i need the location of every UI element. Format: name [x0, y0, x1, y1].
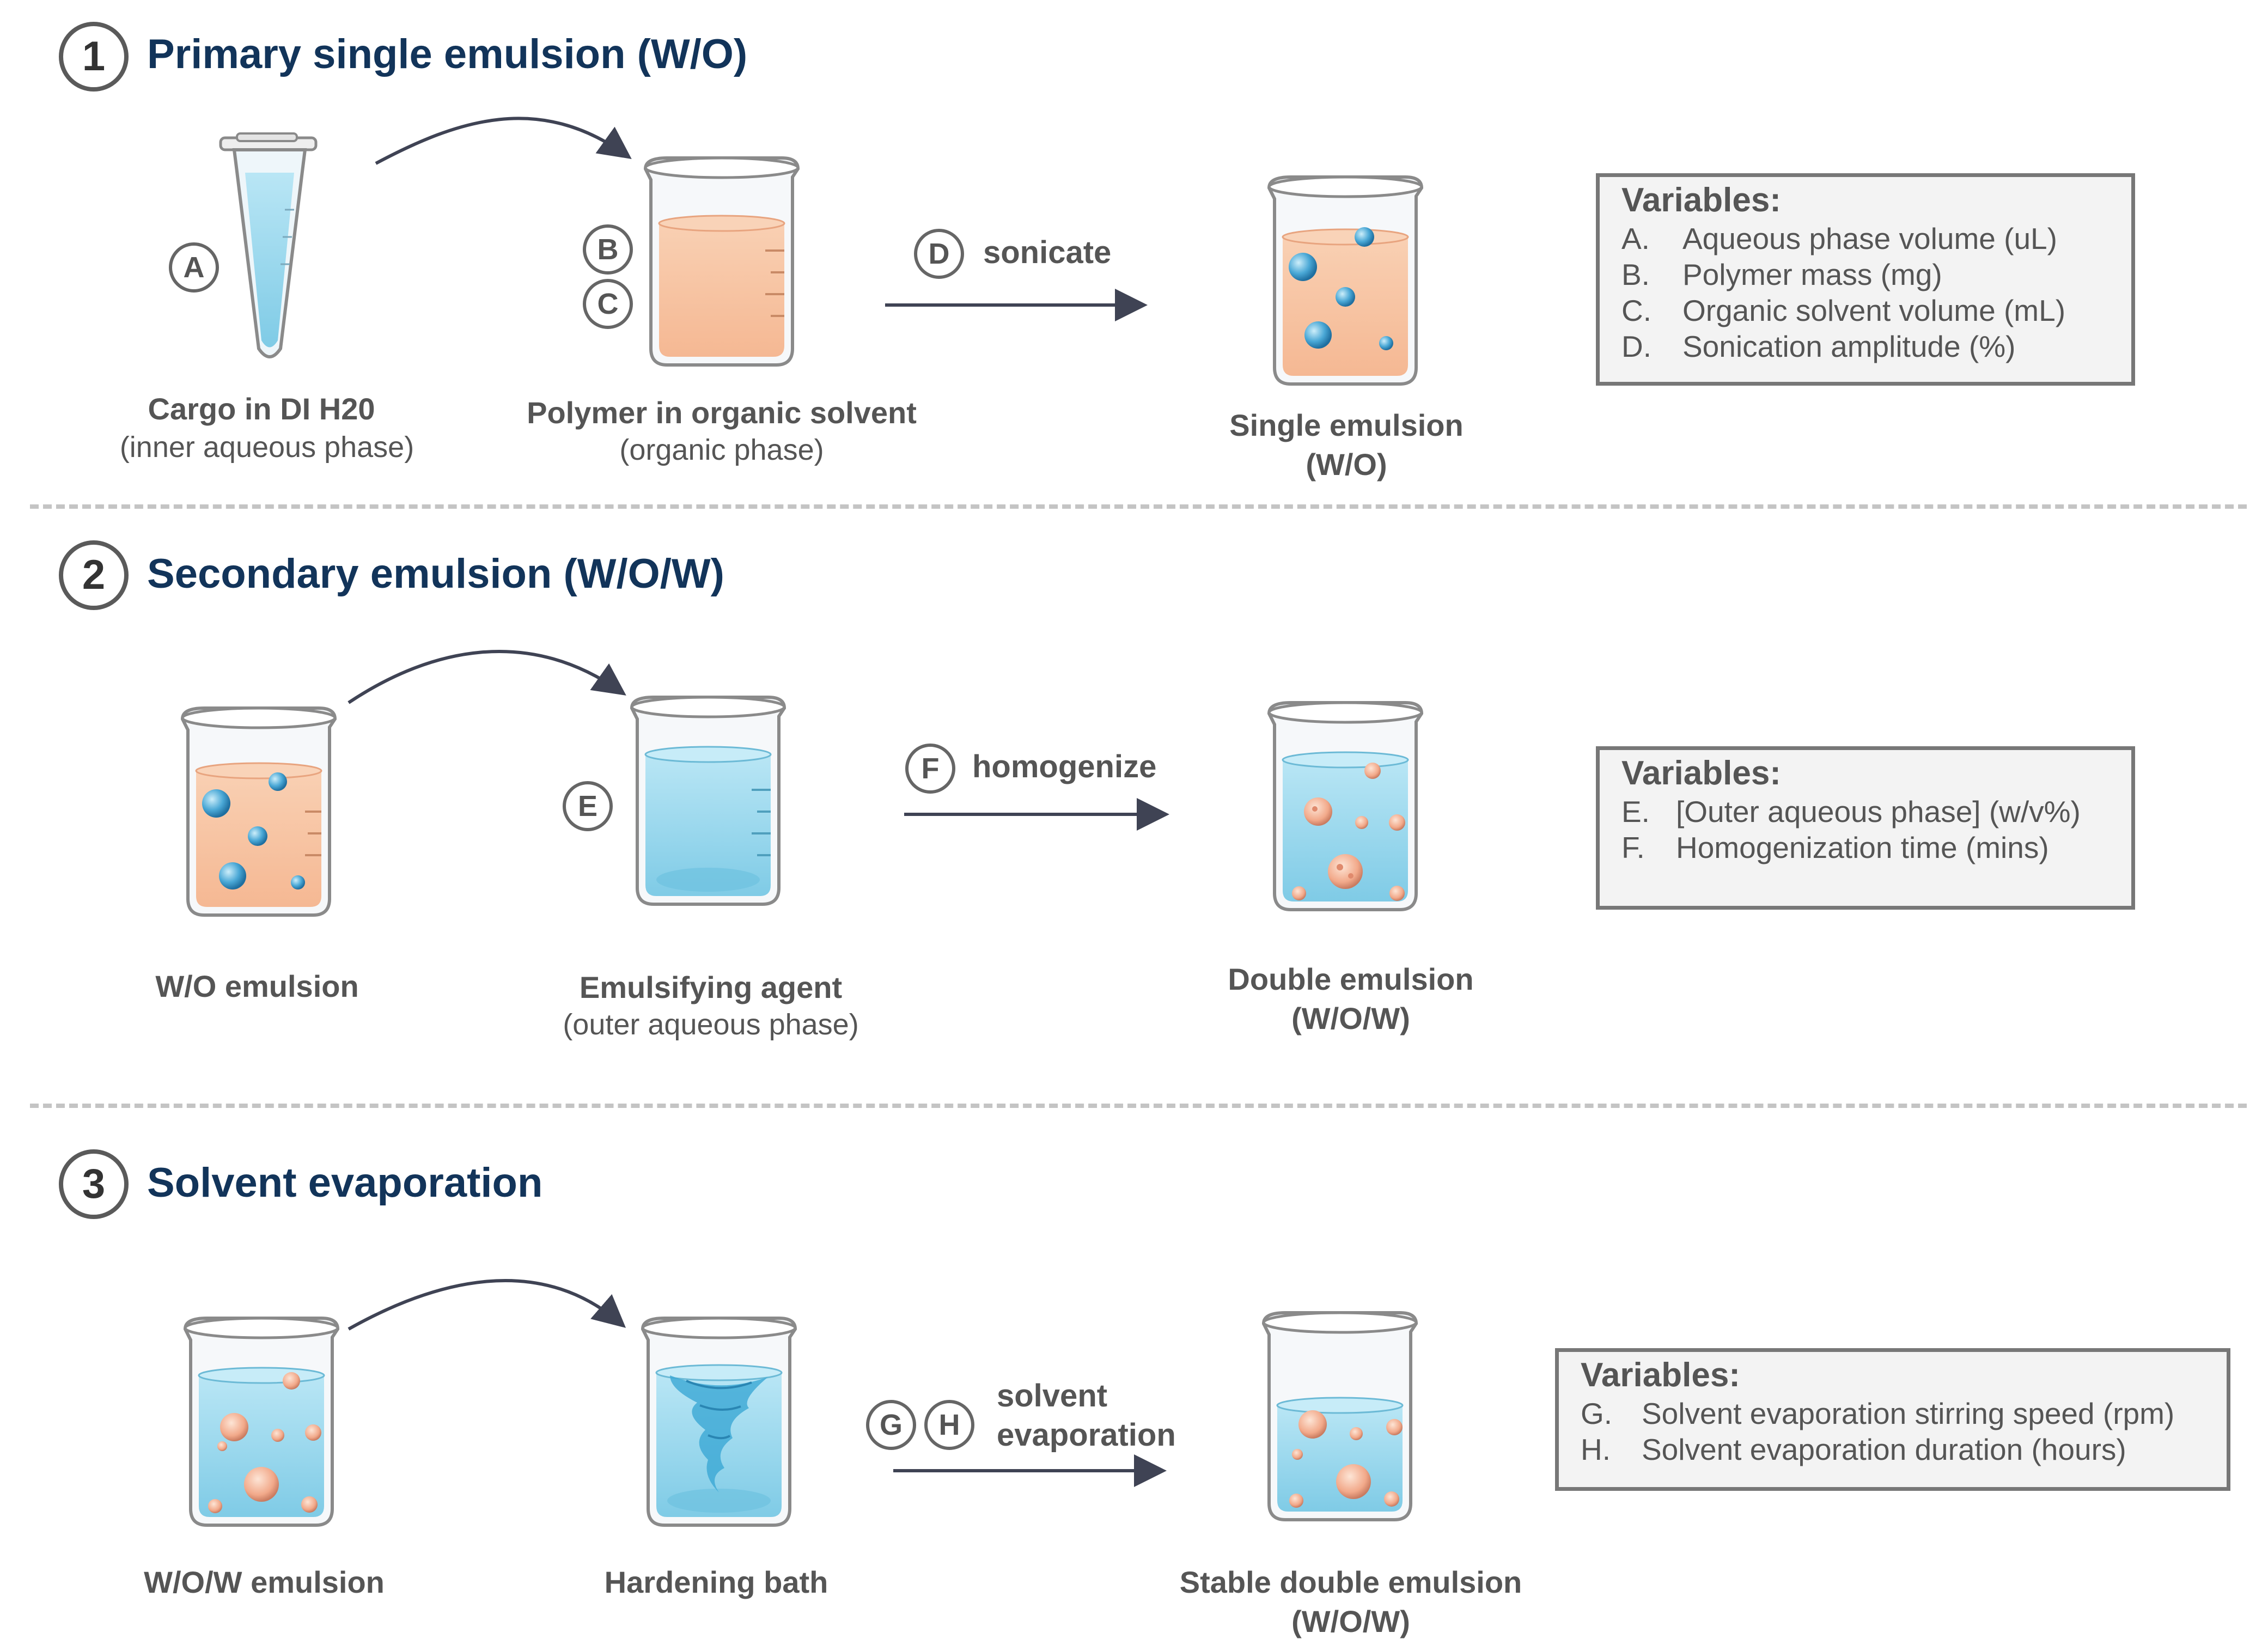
letter-marker-f: F — [905, 744, 955, 794]
input-label-cargo: Cargo in DI H20 — [148, 392, 375, 426]
beaker-icon — [641, 1317, 797, 1527]
result-label-single-emulsion: Single emulsion — [1229, 408, 1464, 442]
variables-title: Variables: — [1621, 181, 1781, 219]
input-sublabel-cargo: (inner aqueous phase) — [119, 431, 414, 464]
action-sonicate: sonicate — [983, 235, 1112, 270]
variables-box-2: Variables: E.[Outer aqueous phase] (w/v%… — [1596, 746, 2135, 910]
result-sublabel-double-emulsion: (W/O/W) — [1291, 1001, 1410, 1035]
input-label-polymer: Polymer in organic solvent — [527, 395, 917, 430]
input-label-wow-emulsion: W/O/W emulsion — [144, 1565, 385, 1599]
result-label-stable-double-emulsion: Stable double emulsion — [1179, 1565, 1522, 1599]
section-divider-2 — [30, 1104, 2247, 1108]
action-solvent-evaporation: solvent evaporation — [997, 1376, 1176, 1455]
beaker-icon — [630, 696, 787, 906]
letter-marker-a: A — [169, 242, 219, 293]
input-label-emulsifying-agent: Emulsifying agent — [579, 970, 843, 1004]
action-line-2: evaporation — [997, 1417, 1176, 1453]
microcentrifuge-tube-icon — [219, 132, 318, 358]
beaker-icon — [183, 1317, 340, 1527]
vortex-icon — [670, 1375, 768, 1492]
section-title-1: Primary single emulsion (W/O) — [147, 31, 748, 77]
step-number-1: 1 — [59, 22, 129, 92]
letter-marker-g: G — [866, 1400, 916, 1450]
input-sublabel-polymer: (organic phase) — [619, 434, 824, 466]
variable-row: H.Solvent evaporation duration (hours) — [1581, 1433, 2126, 1466]
variable-row: F.Homogenization time (mins) — [1621, 831, 2049, 864]
letter-marker-c: C — [583, 279, 633, 329]
input-sublabel-emulsifying-agent: (outer aqueous phase) — [563, 1008, 859, 1041]
letter-marker-e: E — [563, 781, 613, 831]
input-label-hardening-bath: Hardening bath — [604, 1565, 828, 1599]
variables-box-3: Variables: G.Solvent evaporation stirrin… — [1555, 1348, 2230, 1491]
variables-title: Variables: — [1621, 754, 1781, 792]
beaker-icon — [1267, 175, 1424, 386]
variables-box-1: Variables: A.Aqueous phase volume (uL) B… — [1596, 173, 2135, 386]
variable-row: D.Sonication amplitude (%) — [1621, 330, 2016, 363]
result-label-double-emulsion: Double emulsion — [1228, 962, 1474, 996]
variables-title: Variables: — [1581, 1356, 1740, 1394]
beaker-icon — [1261, 1311, 1418, 1521]
result-sublabel-stable-double-emulsion: (W/O/W) — [1291, 1604, 1410, 1638]
section-title-2: Secondary emulsion (W/O/W) — [147, 551, 724, 597]
letter-marker-b: B — [583, 224, 633, 275]
action-homogenize: homogenize — [972, 749, 1157, 784]
letter-marker-h: H — [924, 1400, 974, 1450]
step-number-2: 2 — [59, 540, 129, 610]
section-title-3: Solvent evaporation — [147, 1160, 543, 1206]
letter-marker-d: D — [914, 229, 964, 279]
beaker-icon — [643, 156, 800, 367]
input-label-wo-emulsion: W/O emulsion — [155, 969, 359, 1003]
beaker-icon — [180, 706, 337, 917]
variable-row: C.Organic solvent volume (mL) — [1621, 294, 2066, 327]
result-sublabel-single-emulsion: (W/O) — [1306, 447, 1387, 482]
beaker-icon — [1267, 701, 1424, 911]
variable-row: A.Aqueous phase volume (uL) — [1621, 222, 2057, 255]
variable-row: G.Solvent evaporation stirring speed (rp… — [1581, 1397, 2175, 1430]
step-number-3: 3 — [59, 1149, 129, 1219]
variable-row: B.Polymer mass (mg) — [1621, 258, 1942, 291]
section-divider-1 — [30, 504, 2247, 509]
action-line-1: solvent — [997, 1378, 1108, 1414]
variable-row: E.[Outer aqueous phase] (w/v%) — [1621, 795, 2081, 828]
